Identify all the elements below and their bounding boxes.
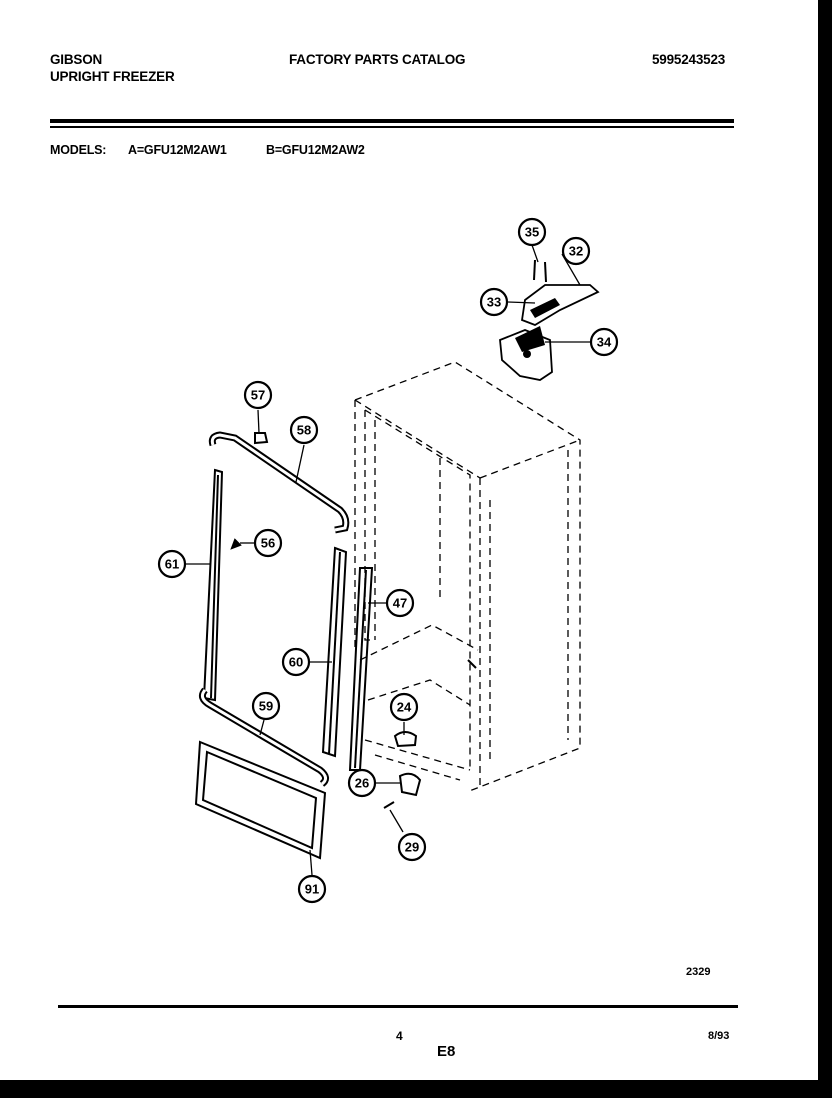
product-name: UPRIGHT FREEZER [50,69,175,84]
header-rule-thick [50,119,734,123]
svg-text:47: 47 [393,596,407,611]
page-number: 4 [396,1029,403,1043]
model-a: A=GFU12M2AW1 [128,143,227,157]
callout-24: 24 [389,692,419,722]
callout-47: 47 [385,588,415,618]
callout-32: 32 [561,236,591,266]
callout-29: 29 [397,832,427,862]
callout-26: 26 [347,768,377,798]
svg-text:33: 33 [487,295,501,310]
callout-33: 33 [479,287,509,317]
callout-58: 58 [289,415,319,445]
hinge-assembly [499,259,600,381]
footer-rule [58,1005,738,1008]
svg-text:60: 60 [289,655,303,670]
door-gasket-parts [194,431,477,860]
svg-text:34: 34 [597,335,612,350]
svg-text:24: 24 [397,700,412,715]
freezer-cabinet-outline [354,361,581,791]
svg-text:91: 91 [305,882,319,897]
callout-61: 61 [157,549,187,579]
callout-34: 34 [589,327,619,357]
svg-text:59: 59 [259,699,273,714]
section-code: E8 [437,1043,456,1060]
exploded-parts-diagram: 35 32 33 34 57 58 56 61 47 60 24 [157,217,619,904]
catalog-number: 5995243523 [652,52,726,67]
svg-text:58: 58 [297,423,311,438]
leader-lines [186,244,590,876]
figure-code: 2329 [686,966,711,978]
callout-56: 56 [253,528,283,558]
svg-text:57: 57 [251,388,265,403]
callout-60: 60 [281,647,311,677]
callout-91: 91 [297,874,327,904]
model-b: B=GFU12M2AW2 [266,143,365,157]
callout-35: 35 [517,217,547,247]
svg-text:61: 61 [165,557,179,572]
header-rule-thin [50,126,734,128]
catalog-title: FACTORY PARTS CATALOG [289,52,466,67]
svg-text:26: 26 [355,776,369,791]
models-label: MODELS: [50,143,107,157]
parts-catalog-page: GIBSON UPRIGHT FREEZER FACTORY PARTS CAT… [0,0,818,1080]
callout-59: 59 [251,691,281,721]
callout-57: 57 [243,380,273,410]
svg-text:56: 56 [261,536,275,551]
print-date: 8/93 [708,1030,730,1042]
svg-text:32: 32 [569,244,583,259]
svg-text:29: 29 [405,840,419,855]
svg-text:35: 35 [525,225,539,240]
brand-name: GIBSON [50,52,103,67]
